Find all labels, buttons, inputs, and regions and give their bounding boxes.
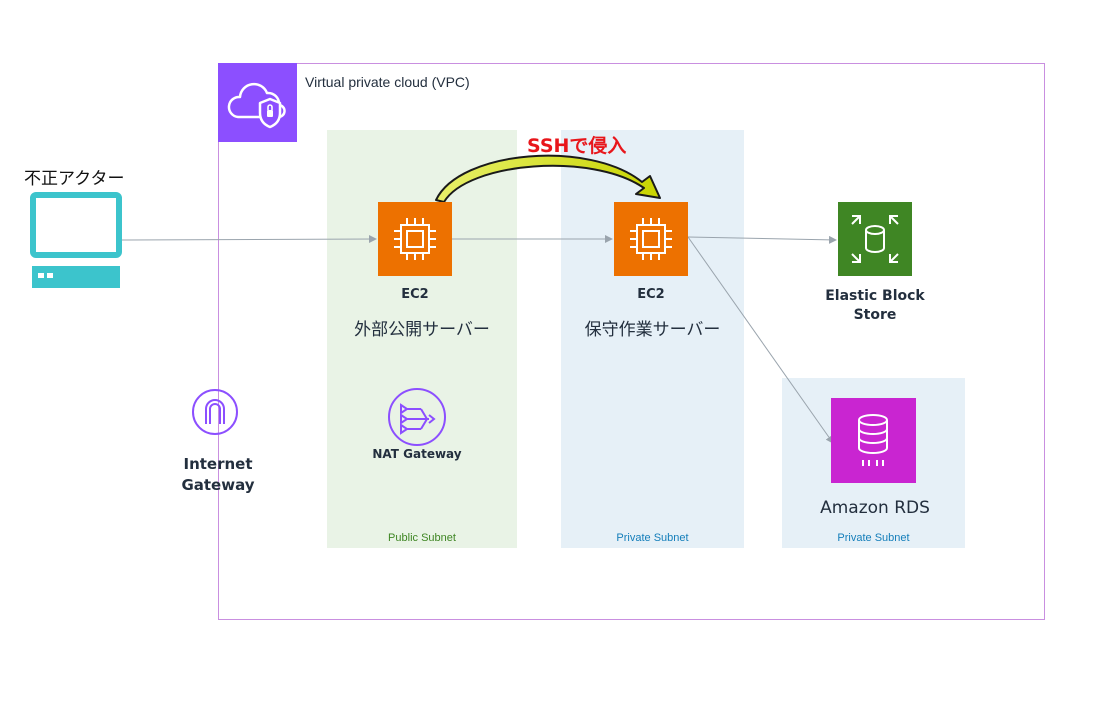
ebs-label: Elastic Block Store: [800, 287, 950, 325]
public-subnet: [327, 130, 517, 548]
private-subnet-1: [561, 130, 744, 548]
vpc-boundary: [218, 63, 1045, 620]
ec2-private-to-rds-line: [687, 236, 834, 444]
ec2-chip-icon: [378, 202, 452, 276]
private-subnet-2-label: Private Subnet: [837, 532, 910, 544]
ec2-private-to-ebs-line: [687, 235, 837, 244]
rds-label: Amazon RDS: [820, 498, 930, 518]
ec2-private-service-label: EC2: [637, 287, 665, 302]
ec2-chip-icon: [614, 202, 688, 276]
public-subnet-label: Public Subnet: [388, 532, 456, 544]
private-subnet-1-label: Private Subnet: [616, 532, 689, 544]
internet-gateway-label: Internet Gateway: [160, 454, 276, 496]
nat-gateway-icon: [387, 387, 447, 447]
ssh-intrusion-label: SSHで侵入: [527, 135, 627, 157]
ec2-private-name: 保守作業サーバー: [584, 320, 721, 340]
ec2-public-service-label: EC2: [401, 287, 429, 302]
vpc-title: Virtual private cloud (VPC): [305, 74, 470, 90]
actor-to-ec2-public-line: [121, 235, 377, 244]
internet-gateway-icon: [190, 387, 240, 437]
ssh-intrusion-arrow: [435, 154, 661, 203]
internet-gateway-label-line1: Internet: [183, 455, 253, 473]
vpc-cloud-shield-icon: [218, 63, 297, 142]
actor-label: 不正アクター: [24, 169, 125, 189]
ebs-label-line2: Store: [853, 307, 897, 323]
ec2-public-name: 外部公開サーバー: [354, 320, 490, 340]
monitor-icon: [30, 192, 122, 290]
rds-database-icon: [831, 398, 916, 483]
internet-gateway-label-line2: Gateway: [181, 476, 255, 494]
ebs-volume-icon: [838, 202, 912, 276]
nat-gateway-label: NAT Gateway: [372, 447, 462, 461]
ebs-label-line1: Elastic Block: [825, 288, 925, 304]
